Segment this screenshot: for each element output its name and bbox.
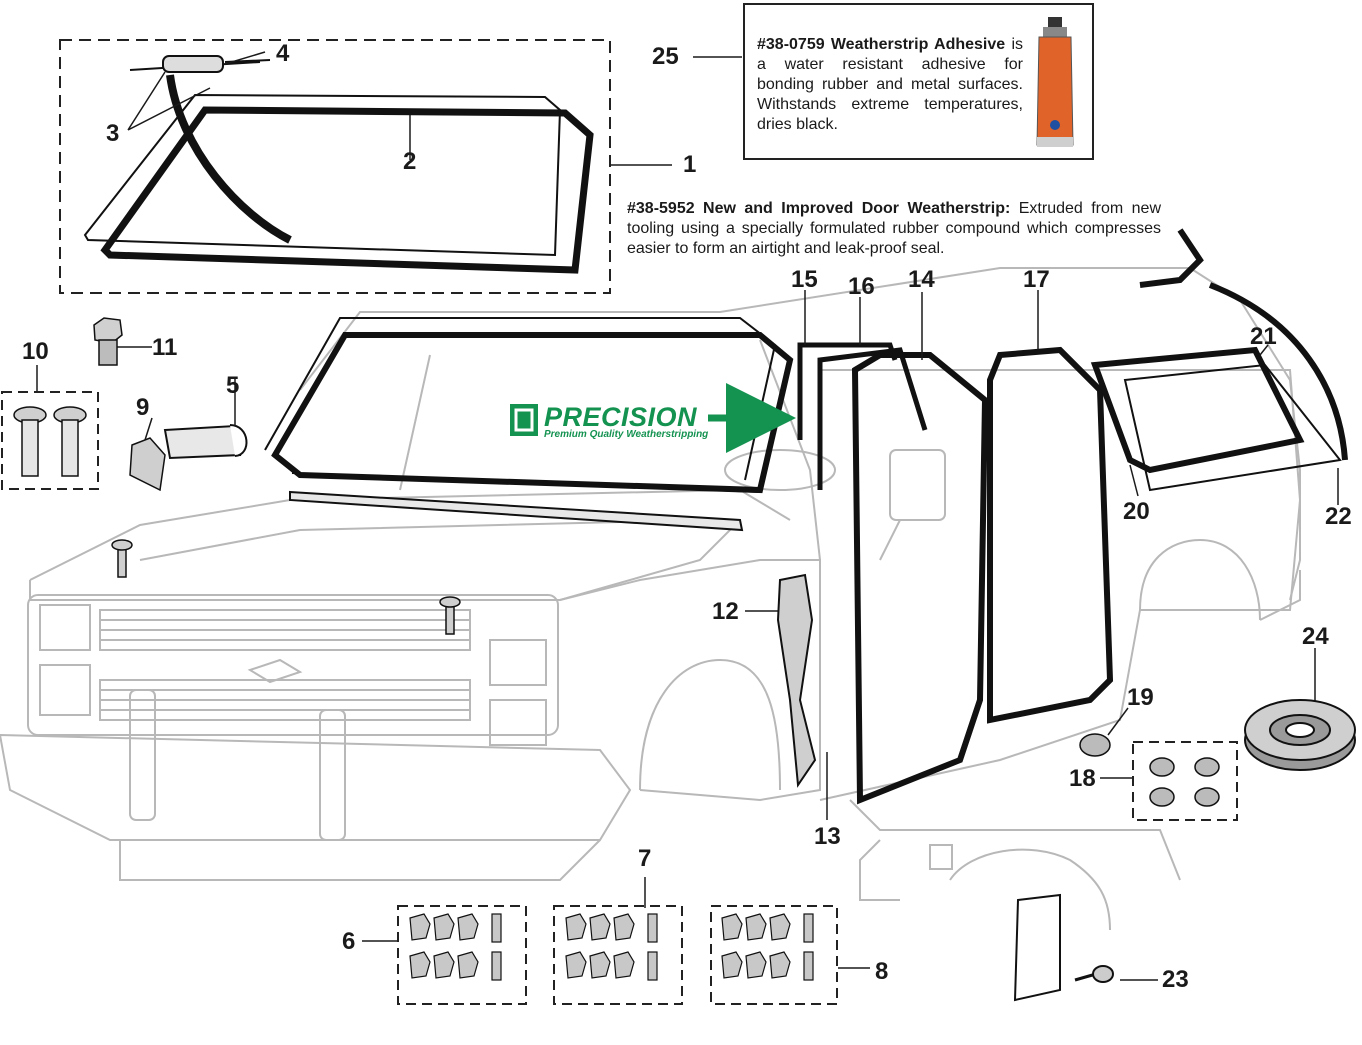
callout-17: 17 <box>1023 266 1050 293</box>
callout-15: 15 <box>791 266 818 293</box>
push-clip-icon <box>409 913 431 941</box>
drain-plug <box>93 317 123 366</box>
push-clip-icon <box>589 951 611 979</box>
inset-frame-7 <box>553 905 683 1005</box>
callout-9: 9 <box>136 394 150 421</box>
push-clip-icon <box>721 913 743 941</box>
stud-icon <box>647 913 658 943</box>
leader-lines <box>36 51 1339 981</box>
callout-4: 4 <box>276 40 290 67</box>
rear-glass-seal <box>83 55 594 274</box>
callout-21: 21 <box>1250 323 1277 350</box>
callout-2: 2 <box>403 148 417 175</box>
push-clip-icon <box>721 951 743 979</box>
callout-24: 24 <box>1302 623 1329 650</box>
push-clip-icon <box>745 913 767 941</box>
hood-bumpers <box>111 539 461 635</box>
stud-icon <box>491 913 502 943</box>
callout-6: 6 <box>342 928 356 955</box>
quarter-window-seals <box>1090 228 1348 492</box>
push-clip-icon <box>457 951 479 979</box>
callout-10: 10 <box>22 338 49 365</box>
inset-frame-1 <box>59 39 611 294</box>
callout-7: 7 <box>638 845 652 872</box>
callout-8: 8 <box>875 958 889 985</box>
cowl-weatherstrip <box>163 424 744 532</box>
push-clip-icon <box>409 951 431 979</box>
a-pillar-seal <box>776 573 817 788</box>
push-clip-icon <box>769 913 791 941</box>
adhesive-note-box: #38-0759 Weatherstrip Adhesive is a wate… <box>743 3 1094 160</box>
door-note-body: Extruded from new tooling using a specia… <box>627 200 1162 257</box>
weatherstrip-roll <box>1244 699 1356 771</box>
callout-13: 13 <box>814 823 841 850</box>
hood-bumper-screws <box>13 406 87 477</box>
callout-14: 14 <box>908 266 935 293</box>
inset-frame-18 <box>1132 741 1238 821</box>
callout-5: 5 <box>226 372 240 399</box>
inset-frame-10 <box>1 391 99 490</box>
callout-23: 23 <box>1162 966 1189 993</box>
push-clip-icon <box>745 951 767 979</box>
push-clip-icon <box>433 913 455 941</box>
stud-icon <box>491 951 502 981</box>
stud-icon <box>647 951 658 981</box>
door-weatherstrip-note: #38-5952 New and Improved Door Weatherst… <box>627 199 1161 259</box>
callout-22: 22 <box>1325 503 1352 530</box>
adhesive-tube-icon <box>1036 17 1074 147</box>
callout-18: 18 <box>1069 765 1096 792</box>
adhesive-part-number: #38-0759 Weatherstrip Adhesive <box>757 36 1006 53</box>
callout-11: 11 <box>152 334 178 361</box>
push-clip-icon <box>457 913 479 941</box>
callout-12: 12 <box>712 598 739 625</box>
fuel-door <box>1013 893 1114 1002</box>
door-bumpers <box>1079 733 1220 807</box>
brand-tagline: Premium Quality Weatherstripping <box>544 429 709 440</box>
inset-frame-6 <box>397 905 527 1005</box>
push-clip-icon <box>613 913 635 941</box>
grommet-icon <box>803 951 814 981</box>
door-note-title: #38-5952 New and Improved Door Weatherst… <box>627 200 1011 217</box>
push-clip-icon <box>613 951 635 979</box>
clip-kits <box>409 913 814 981</box>
callout-3: 3 <box>106 120 120 147</box>
push-clip-icon <box>769 951 791 979</box>
grommet-icon <box>803 913 814 943</box>
callout-25: 25 <box>652 43 679 70</box>
brand-name: PRECISION <box>544 402 698 432</box>
callout-20: 20 <box>1123 498 1150 525</box>
hood-clip <box>129 437 166 492</box>
callout-19: 19 <box>1127 684 1154 711</box>
push-clip-icon <box>565 951 587 979</box>
brand-logo: PRECISION Premium Quality Weatherstrippi… <box>510 402 720 442</box>
adhesive-description: is a water resistant adhesive for bondin… <box>757 36 1024 133</box>
door-seals <box>797 342 1114 805</box>
adhesive-note-text: #38-0759 Weatherstrip Adhesive is a wate… <box>757 35 1023 135</box>
callout-1: 1 <box>683 151 697 178</box>
push-clip-icon <box>433 951 455 979</box>
push-clip-icon <box>589 913 611 941</box>
callout-16: 16 <box>848 273 875 300</box>
push-clip-icon <box>565 913 587 941</box>
